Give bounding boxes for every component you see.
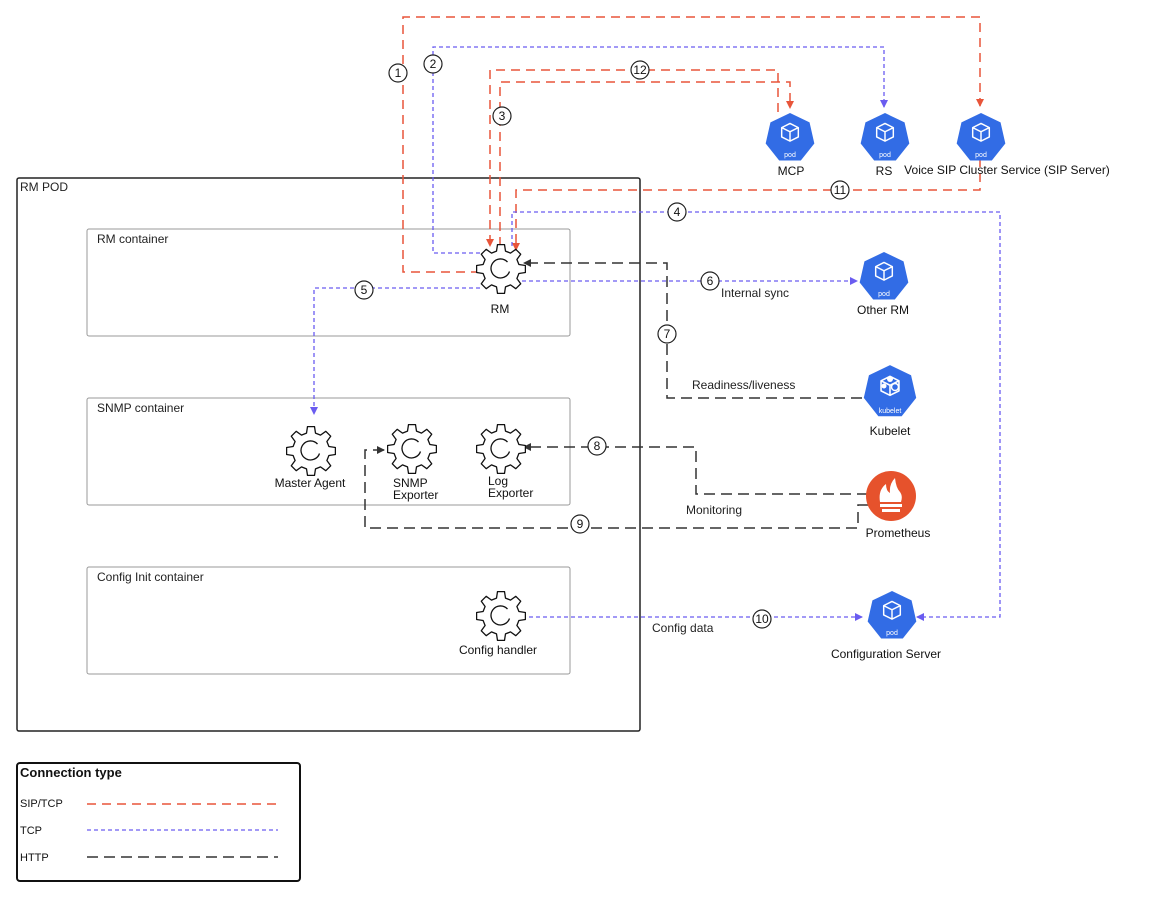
legend-sip-label: SIP/TCP	[20, 798, 63, 810]
svg-text:3: 3	[499, 109, 506, 123]
prometheus-label: Prometheus	[866, 526, 931, 540]
connection-12-marker: 12	[630, 60, 650, 80]
config-handler-label: Config handler	[459, 643, 537, 657]
rm-pod-title: RM POD	[20, 180, 68, 194]
svg-text:pod: pod	[886, 630, 898, 637]
svg-text:pod: pod	[784, 152, 796, 159]
config-handler-gear-icon	[476, 591, 526, 641]
svg-text:kubelet: kubelet	[879, 408, 902, 415]
legend-box	[16, 762, 301, 882]
rs-label: RS	[876, 164, 893, 178]
connection-5-marker: 5	[354, 280, 374, 300]
connection-9-marker: 9	[570, 514, 590, 534]
svg-text:10: 10	[755, 612, 769, 626]
connection-9-line	[364, 446, 868, 529]
legend-title: Connection type	[20, 765, 122, 780]
svg-text:12: 12	[633, 63, 647, 77]
rm-label: RM	[491, 302, 510, 316]
config-data-label: Config data	[652, 621, 714, 635]
voice-sip-label: Voice SIP Cluster Service (SIP Server)	[904, 163, 1110, 177]
svg-text:11: 11	[834, 183, 847, 197]
log-exporter-label-line1: Log	[488, 474, 508, 488]
legend: Connection type SIP/TCP TCP HTTP	[16, 762, 301, 882]
legend-tcp-label: TCP	[20, 825, 42, 837]
readiness-label: Readiness/liveness	[692, 378, 795, 392]
prometheus-icon	[866, 471, 916, 521]
log-exporter-label-line2: Exporter	[488, 486, 533, 500]
connection-4-line	[511, 211, 1001, 621]
other-rm-label: Other RM	[857, 303, 909, 317]
svg-text:pod: pod	[879, 152, 891, 159]
connection-7-marker: 7	[657, 324, 677, 344]
legend-http-label: HTTP	[20, 852, 49, 864]
snmp-exporter-label-line2: Exporter	[393, 488, 438, 502]
connection-3-line	[499, 81, 794, 246]
master-agent-label: Master Agent	[275, 476, 346, 490]
rm-gear-icon	[476, 244, 526, 294]
snmp-exporter-label-line1: SNMP	[393, 476, 428, 490]
rm-container-title: RM container	[97, 232, 168, 246]
svg-text:6: 6	[707, 274, 714, 288]
svg-text:9: 9	[577, 517, 584, 531]
rs-pod-icon: pod	[859, 112, 911, 162]
connection-6-marker: 6	[700, 271, 720, 291]
connection-12-line	[486, 69, 779, 247]
connection-11-line	[512, 158, 981, 251]
svg-text:pod: pod	[975, 152, 987, 159]
rm-pod-box	[16, 177, 641, 732]
svg-text:pod: pod	[878, 291, 890, 298]
snmp-exporter-gear-icon	[387, 424, 437, 474]
connection-8-marker: 8	[587, 436, 607, 456]
master-agent-gear-icon	[286, 426, 336, 476]
svg-text:5: 5	[361, 283, 368, 297]
internal-sync-label: Internal sync	[721, 286, 789, 300]
kubelet-icon: kubelet	[863, 364, 917, 417]
kubelet-label: Kubelet	[870, 424, 911, 438]
log-exporter-gear-icon	[476, 424, 526, 474]
connection-8-line	[523, 443, 868, 495]
config-server-label: Configuration Server	[831, 647, 941, 661]
snmp-container-box	[86, 397, 571, 506]
config-init-container-title: Config Init container	[97, 570, 204, 584]
connection-2-line	[432, 46, 888, 254]
svg-text:7: 7	[664, 327, 671, 341]
svg-text:2: 2	[430, 57, 437, 71]
connection-11-marker: 11	[830, 180, 850, 200]
config-init-container-box	[86, 566, 571, 675]
svg-text:4: 4	[674, 205, 681, 219]
connection-1-line	[402, 16, 984, 273]
svg-text:1: 1	[395, 66, 402, 80]
mcp-pod-icon: pod	[764, 112, 816, 162]
svg-text:8: 8	[594, 439, 601, 453]
connection-3-marker: 3	[492, 106, 512, 126]
snmp-container-title: SNMP container	[97, 401, 184, 415]
connection-5-line	[310, 287, 480, 415]
mcp-label: MCP	[778, 164, 805, 178]
config-server-pod-icon: pod	[866, 590, 918, 640]
monitoring-label: Monitoring	[686, 503, 742, 517]
connection-2-marker: 2	[423, 54, 443, 74]
rm-container-box	[86, 228, 571, 337]
other-rm-pod-icon: pod	[858, 251, 910, 301]
connection-1-marker: 1	[388, 63, 408, 83]
connection-10-marker: 10	[752, 609, 772, 629]
voice-sip-pod-icon: pod	[955, 112, 1007, 162]
connection-4-marker: 4	[667, 202, 687, 222]
